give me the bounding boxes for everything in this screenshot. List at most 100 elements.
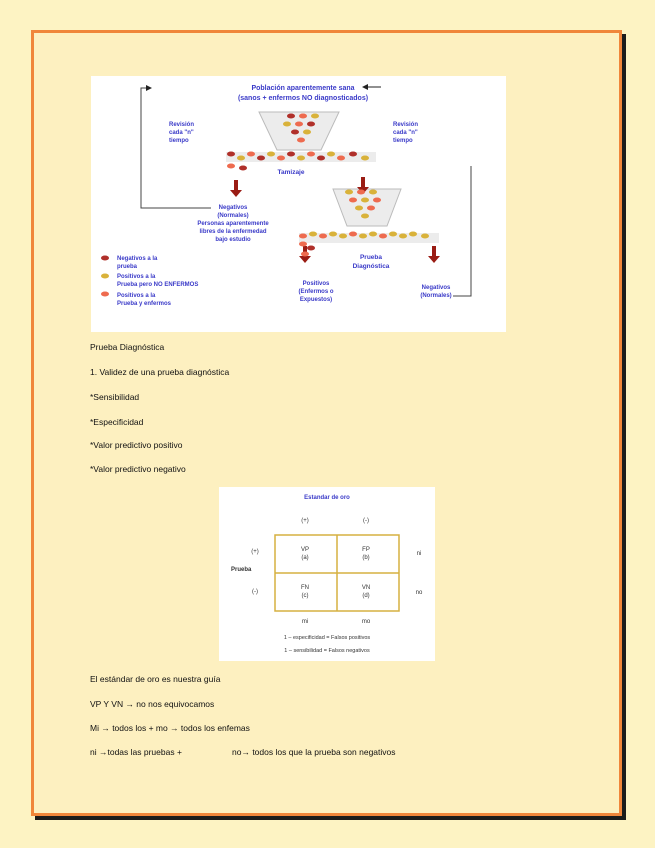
legend-marker-negativos — [101, 255, 109, 261]
negativos-left-3: Personas aparentemente — [197, 221, 269, 227]
prueba-diagnostica-1: Prueba — [360, 254, 382, 261]
margin-ni: ni — [417, 551, 422, 557]
row-label-prueba: Prueba — [231, 567, 252, 573]
population-dot — [307, 151, 315, 157]
population-dot — [295, 121, 303, 127]
legend-positivos-no-1: Positivos a la — [117, 274, 156, 280]
population-dot — [257, 155, 265, 161]
negativos-right-1: Negativos — [422, 285, 451, 291]
revision-left-1: Revisión — [169, 122, 194, 128]
population-dot — [357, 189, 365, 195]
population-dot — [345, 189, 353, 195]
margin-mi: mi — [302, 619, 308, 625]
revision-right-1: Revisión — [393, 122, 418, 128]
positivos-3: Expuestos) — [300, 297, 332, 303]
cell-vp: VP — [301, 547, 309, 553]
population-dot — [303, 129, 311, 135]
population-dot — [399, 233, 407, 239]
population-dot — [239, 165, 247, 171]
population-dot — [299, 241, 307, 247]
cell-vn-letter: (d) — [362, 593, 369, 599]
cell-fn: FN — [301, 585, 309, 591]
row-header-pos: (+) — [251, 549, 259, 555]
population-dot — [339, 233, 347, 239]
population-dot — [297, 155, 305, 161]
item-validez: 1. Validez de una prueba diagnóstica — [90, 367, 230, 377]
row-header-neg: (-) — [252, 589, 258, 595]
gold-standard-table: Estandar de oro (+) (-) Prueba (+) (-) V… — [219, 487, 435, 661]
population-dot — [327, 151, 335, 157]
population-dot — [267, 151, 275, 157]
population-dot — [317, 155, 325, 161]
legend-negativos-1: Negativos a la — [117, 256, 158, 262]
population-dot — [301, 251, 309, 257]
cell-fp-letter: (b) — [362, 555, 369, 561]
population-dot — [349, 151, 357, 157]
negativos-right-2: (Normales) — [420, 293, 451, 299]
population-dot — [227, 163, 235, 169]
legend-marker-positivos-no — [101, 273, 109, 279]
cell-vn: VN — [362, 585, 370, 591]
population-dot — [227, 151, 235, 157]
negativos-left-2: (Normales) — [217, 213, 248, 219]
cell-vp-letter: (a) — [301, 555, 308, 561]
legend-negativos-2: prueba — [117, 264, 138, 270]
legend-positivos-enfermos-2: Prueba y enfermos — [117, 301, 172, 307]
note-sensibilidad: 1 – sensibilidad = Falsos negativos — [284, 648, 370, 654]
line-ni: ni →todas las pruebas + — [90, 747, 182, 757]
population-dot — [361, 155, 369, 161]
positivos-1: Positivos — [303, 281, 330, 287]
item-vpn: *Valor predictivo negativo — [90, 464, 186, 474]
population-dot — [247, 151, 255, 157]
population-dot — [307, 121, 315, 127]
screening-flow-diagram: Población aparentemente sana (sanos + en… — [91, 76, 506, 332]
flow-title-line1: Población aparentemente sana — [251, 85, 354, 92]
note-especificidad: 1 – especificidad = Falsos positivos — [284, 635, 371, 641]
line-vp-vn: VP Y VN → no nos equivocamos — [90, 699, 215, 709]
legend-positivos-no-2: Prueba pero NO ENFERMOS — [117, 282, 198, 288]
population-dot — [379, 233, 387, 239]
population-dot — [373, 197, 381, 203]
margin-mo: mo — [362, 619, 371, 625]
population-dot — [367, 205, 375, 211]
revision-right-3: tiempo — [393, 138, 413, 144]
heading-prueba-diagnostica: Prueba Diagnóstica — [90, 342, 165, 352]
population-dot — [389, 231, 397, 237]
population-dot — [369, 231, 377, 237]
margin-no: no — [416, 590, 423, 596]
population-dot — [291, 129, 299, 135]
item-especificidad: *Especificidad — [90, 417, 144, 427]
line-estandar-oro: El estándar de oro es nuestra guía — [90, 674, 221, 684]
population-dot — [361, 197, 369, 203]
population-dot — [299, 233, 307, 239]
cell-fp: FP — [362, 547, 370, 553]
tamizaje-label: Tamizaje — [278, 169, 305, 176]
population-dot — [359, 233, 367, 239]
population-dot — [287, 151, 295, 157]
flow-title-line2: (sanos + enfermos NO diagnosticados) — [238, 95, 368, 102]
population-dot — [309, 231, 317, 237]
prueba-diagnostica-2: Diagnóstica — [353, 263, 390, 270]
population-dot — [329, 231, 337, 237]
revision-left-3: tiempo — [169, 138, 189, 144]
col-header-neg: (-) — [363, 518, 369, 524]
line-no: no→ todos los que la prueba son negativo… — [232, 747, 396, 757]
population-dot — [409, 231, 417, 237]
legend: Negativos a la prueba Positivos a la Pru… — [101, 255, 198, 307]
item-vpp: *Valor predictivo positivo — [90, 440, 183, 450]
population-dot — [237, 155, 245, 161]
legend-positivos-enfermos-1: Positivos a la — [117, 293, 156, 299]
population-dot — [349, 231, 357, 237]
population-dot — [369, 189, 377, 195]
revision-left-2: cada "n" — [169, 130, 194, 136]
population-dot — [277, 155, 285, 161]
population-dot — [297, 137, 305, 143]
revision-right-2: cada "n" — [393, 130, 418, 136]
item-sensibilidad: *Sensibilidad — [90, 392, 140, 402]
line-mi-mo: Mi → todos los + mo → todos los enfemas — [90, 723, 250, 733]
population-dot — [319, 233, 327, 239]
population-dot — [283, 121, 291, 127]
legend-marker-positivos-enfermos — [101, 291, 109, 297]
population-dot — [299, 113, 307, 119]
negativos-left-1: Negativos — [219, 205, 248, 211]
